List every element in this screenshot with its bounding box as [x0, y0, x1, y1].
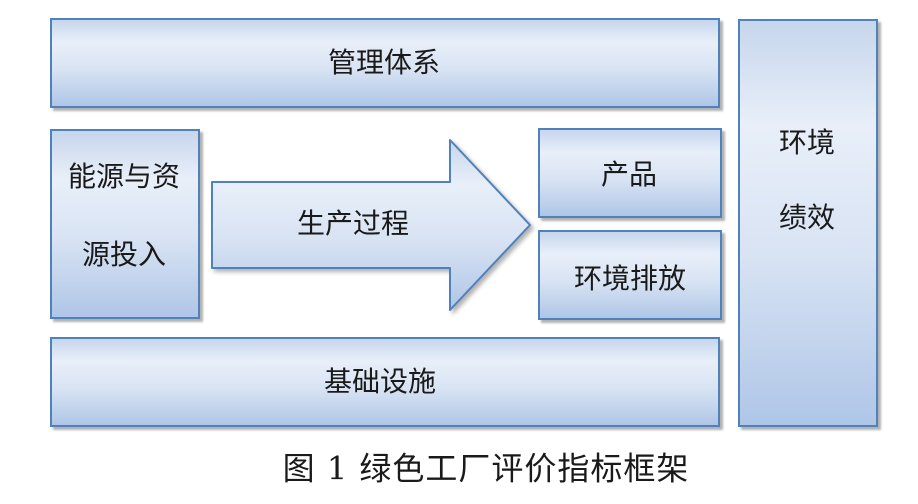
energy-resource-input-box — [50, 129, 200, 319]
product-label: 产品 — [600, 157, 658, 191]
figure-caption: 图 1 绿色工厂评价指标框架 — [282, 449, 690, 488]
energy-input-label-line2: 源投入 — [81, 237, 167, 271]
management-system-box — [50, 18, 720, 108]
arrow-polygon — [211, 139, 531, 311]
environmental-emission-box — [538, 230, 722, 320]
infrastructure-label: 基础设施 — [323, 364, 437, 398]
production-process-label: 生产过程 — [296, 206, 410, 240]
energy-input-label-line1: 能源与资 — [67, 159, 181, 193]
right-arrow-shape — [211, 139, 531, 311]
environmental-performance-label-line2: 绩效 — [778, 200, 836, 234]
environmental-emission-label: 环境排放 — [573, 261, 687, 295]
environmental-performance-label-line1: 环境 — [778, 125, 836, 159]
product-box — [538, 128, 722, 218]
infrastructure-box — [50, 337, 720, 427]
management-system-label: 管理体系 — [327, 45, 441, 79]
environmental-performance-box — [738, 19, 878, 427]
